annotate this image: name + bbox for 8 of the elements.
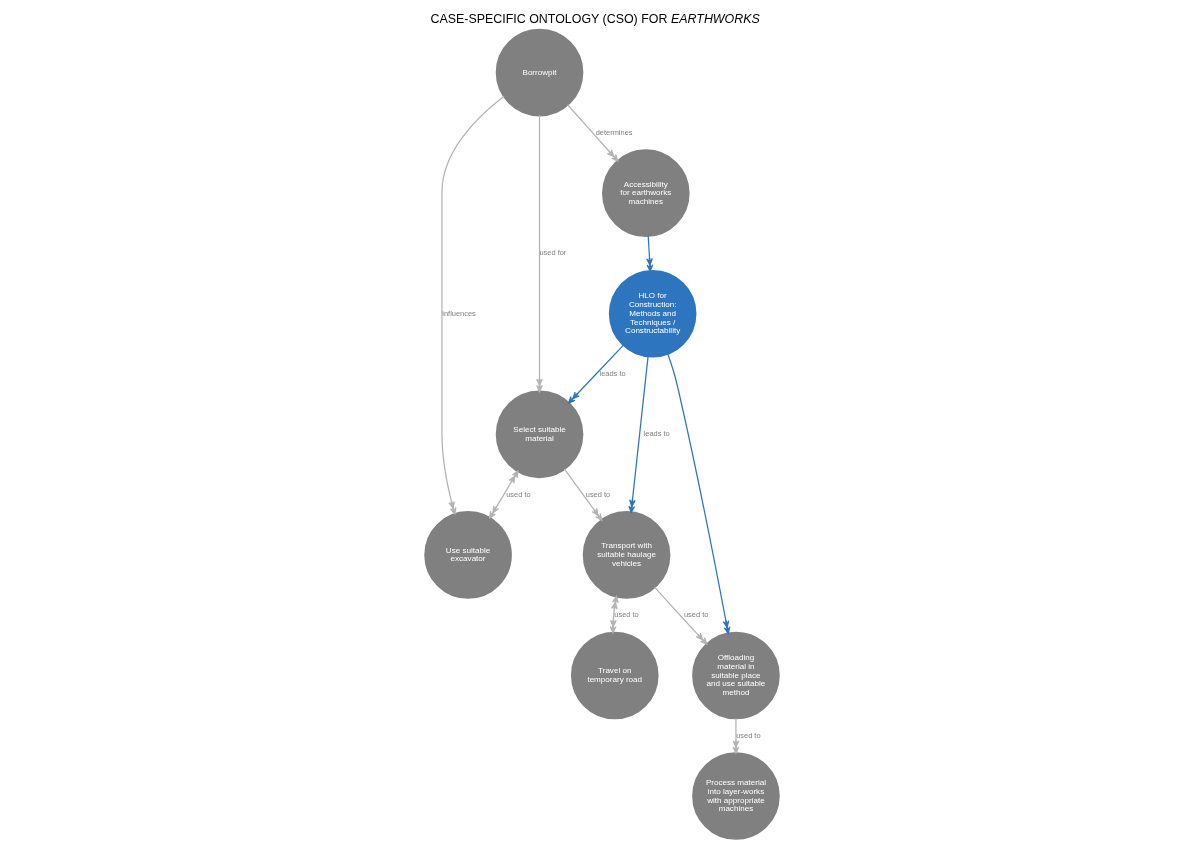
arrow: [654, 586, 708, 645]
arrow: [567, 104, 619, 162]
arrow: [628, 355, 649, 514]
arrow: [567, 344, 625, 404]
arrow: [489, 470, 519, 519]
arrow: [536, 114, 543, 393]
diagram-title: CASE-SPECIFIC ONTOLOGY (CSO) FOR EARTHWORKS: [430, 12, 760, 27]
arrow: [732, 717, 740, 754]
